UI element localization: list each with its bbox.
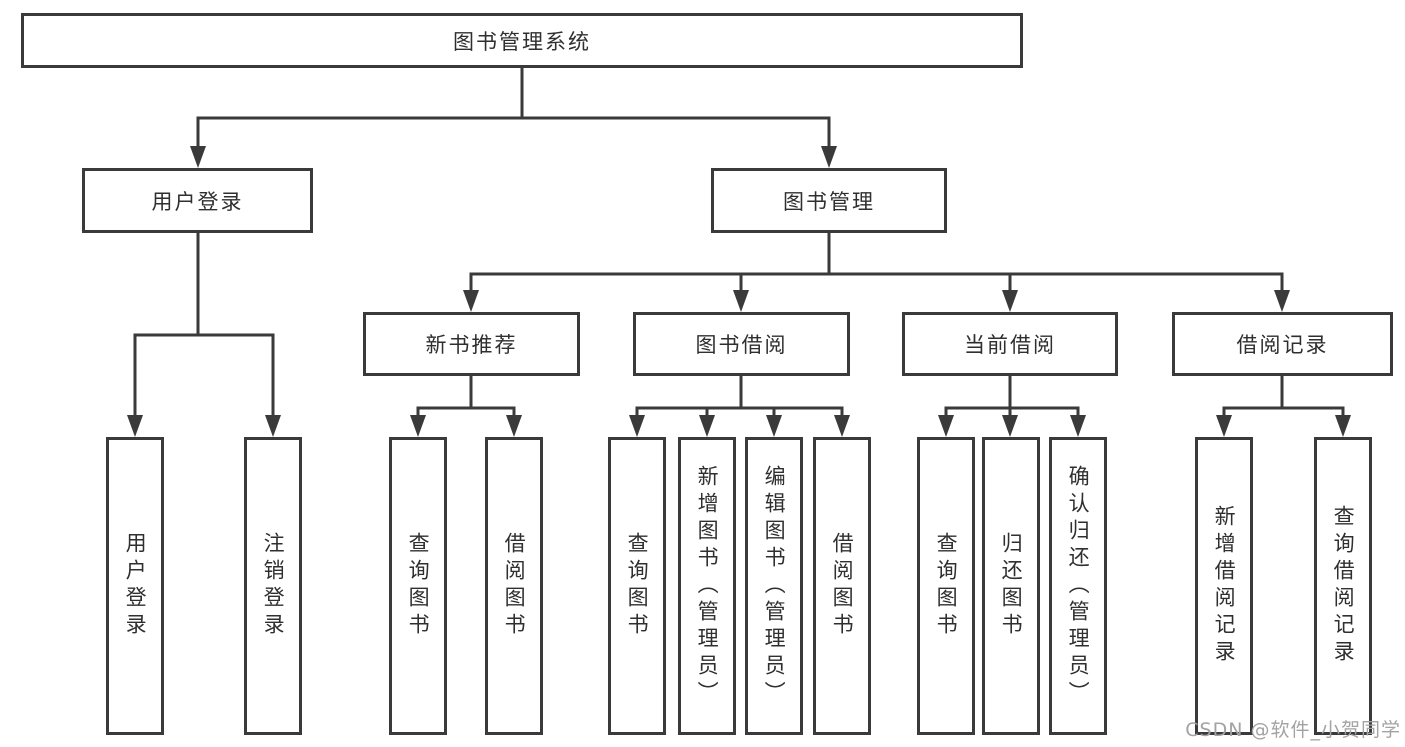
csdn-watermark: CSDN @软件_小贺同学 xyxy=(1185,719,1401,741)
leaf-borrow-edit-book-admin: 编辑图书（管理员） xyxy=(745,437,803,735)
node-new-book-recommend-label: 新书推荐 xyxy=(425,333,518,357)
new-book-connector xyxy=(410,374,522,437)
leaf-current-query-book-label: 查询图书 xyxy=(934,532,959,640)
leaf-current-return-book: 归还图书 xyxy=(982,437,1040,735)
leaf-newbook-borrow-book-label: 借阅图书 xyxy=(502,532,527,640)
leaf-borrow-add-book-admin: 新增图书（管理员） xyxy=(678,437,736,735)
leaf-record-query-record: 查询借阅记录 xyxy=(1314,437,1372,735)
node-borrow-record-label: 借阅记录 xyxy=(1236,333,1329,357)
leaf-borrow-add-book-admin-label: 新增图书（管理员） xyxy=(695,464,720,708)
leaf-current-return-book-label: 归还图书 xyxy=(999,532,1024,640)
node-book-borrow-label: 图书借阅 xyxy=(695,333,788,357)
root-to-level2-connector xyxy=(190,66,837,168)
node-book-management: 图书管理 xyxy=(711,168,947,233)
node-book-management-label: 图书管理 xyxy=(783,189,875,214)
borrow-record-connector xyxy=(1216,374,1351,437)
node-user-login-label: 用户登录 xyxy=(151,189,244,214)
node-root-label: 图书管理系统 xyxy=(453,29,591,54)
node-borrow-record: 借阅记录 xyxy=(1172,312,1393,376)
leaf-record-query-record-label: 查询借阅记录 xyxy=(1331,505,1356,667)
node-user-login: 用户登录 xyxy=(82,168,313,233)
leaf-user-login: 用户登录 xyxy=(106,437,164,735)
node-new-book-recommend: 新书推荐 xyxy=(363,312,580,376)
book-borrow-connector xyxy=(629,374,850,437)
leaf-record-add-record: 新增借阅记录 xyxy=(1195,437,1253,735)
node-book-borrow: 图书借阅 xyxy=(633,312,850,376)
leaf-newbook-borrow-book: 借阅图书 xyxy=(485,437,543,735)
node-root: 图书管理系统 xyxy=(21,13,1023,68)
leaf-user-login-label: 用户登录 xyxy=(123,532,148,640)
leaf-borrow-borrow-book: 借阅图书 xyxy=(813,437,871,735)
user-login-connector xyxy=(127,231,281,437)
leaf-current-query-book: 查询图书 xyxy=(917,437,975,735)
node-current-borrow-label: 当前借阅 xyxy=(964,333,1056,357)
current-borrow-connector xyxy=(938,374,1086,437)
leaf-newbook-query-book: 查询图书 xyxy=(389,437,447,735)
leaf-borrow-borrow-book-label: 借阅图书 xyxy=(830,532,855,640)
leaf-borrow-query-book-label: 查询图书 xyxy=(625,532,650,640)
leaf-logout-label: 注销登录 xyxy=(261,532,286,640)
leaf-current-confirm-return-admin-label: 确认归还（管理员） xyxy=(1066,464,1091,708)
book-management-connector xyxy=(463,231,1290,312)
leaf-newbook-query-book-label: 查询图书 xyxy=(406,532,431,640)
leaf-current-confirm-return-admin: 确认归还（管理员） xyxy=(1049,437,1107,735)
leaf-record-add-record-label: 新增借阅记录 xyxy=(1212,505,1237,667)
leaf-borrow-edit-book-admin-label: 编辑图书（管理员） xyxy=(762,464,787,708)
leaf-logout: 注销登录 xyxy=(244,437,302,735)
node-current-borrow: 当前借阅 xyxy=(902,312,1118,376)
leaf-borrow-query-book: 查询图书 xyxy=(608,437,666,735)
